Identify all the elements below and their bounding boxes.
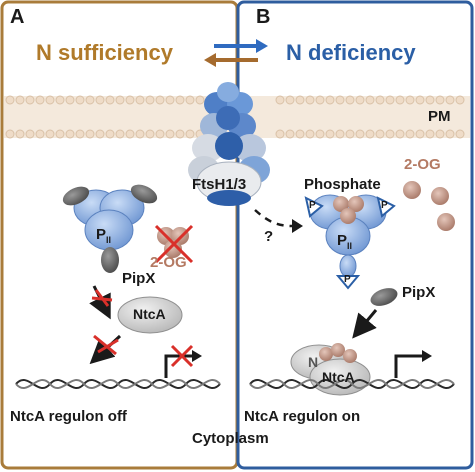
phosphate-group-bottom [335,275,361,290]
phosphate-group-right [376,196,396,218]
arrow-protease-to-phosphate [254,209,303,233]
exchange-arrows [204,39,268,67]
dna-left [15,378,221,390]
pipx-label-right: PipX [402,284,436,301]
phosphate-p-left: P [309,200,316,211]
pipx-label-left: PipX [122,270,156,287]
pii-trimer-left [62,184,158,273]
pipx-right [370,288,398,306]
phosphate-p-bottom: P [344,274,351,285]
pii-label-left: PII [96,226,112,245]
og-label-right: 2-OG [404,156,441,173]
og-free-right [403,181,455,231]
og-crossed-left [154,224,194,264]
cytoplasm-label: Cytoplasm [192,430,269,447]
pii-trimer-right [309,194,387,278]
arrow-pipx-to-ntca [352,309,378,339]
pii-label-right: PII [337,232,353,251]
panel-b-title: N deficiency [286,40,416,65]
phosphate-label: Phosphate [304,176,381,193]
promoter-arrow-right [394,350,432,378]
panel-b-border [236,0,474,470]
regulon-on-label: NtcA regulon on [244,408,361,425]
phosphate-group-left [304,196,324,218]
panel-b-letter: B [256,6,271,28]
ntca-label-left: NtcA [133,306,166,322]
ntca-partial-label: N [308,354,319,370]
question-mark: ? [264,228,274,245]
regulon-off-label: NtcA regulon off [10,408,127,425]
ftsh-protease-complex [188,82,270,206]
promoter-arrow-left [164,344,202,378]
arrow-ntca-to-dna-blocked [89,334,122,365]
pm-label: PM [428,108,451,125]
arrow-pipx-to-ntca-blocked [89,285,113,320]
protease-label: FtsH1/3 [192,176,247,193]
ntca-label-right: NtcA [322,369,355,385]
panel-a-letter: A [10,6,25,28]
ntca-left [117,296,183,334]
phosphate-p-right: P [381,200,388,211]
panel-a-title: N sufficiency [36,40,173,65]
og-label-left: 2-OG [150,254,187,271]
dna-right [249,378,455,390]
